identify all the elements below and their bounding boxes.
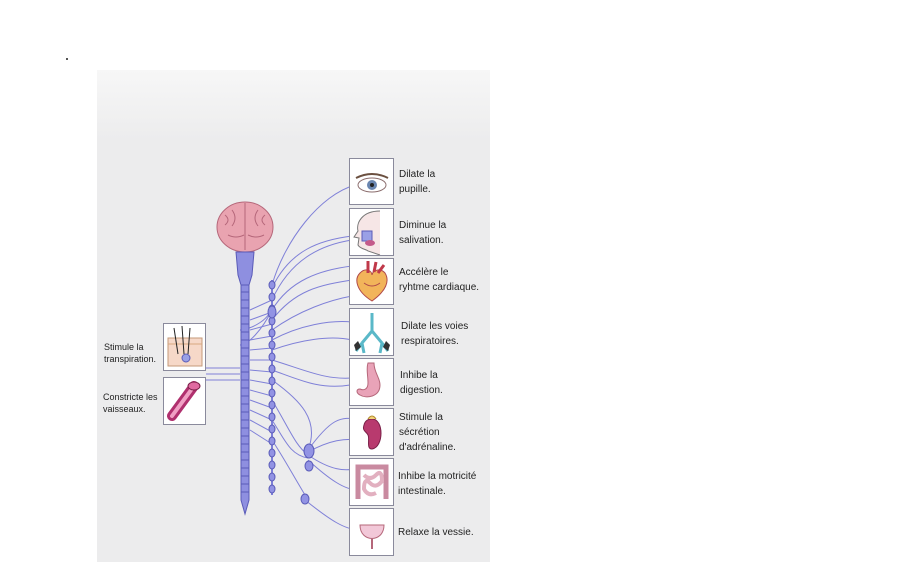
bladder-icon: [359, 524, 385, 549]
chain-ganglion: [268, 376, 276, 386]
kidney-icon-box: [349, 408, 394, 456]
intestine-icon: [355, 464, 389, 499]
eye-icon-box: [349, 158, 394, 205]
effect-label-bladder: Relaxe la vessie.: [398, 527, 474, 538]
stray-dot: [66, 58, 68, 60]
spinal-cord: [235, 251, 255, 516]
chain-ganglion: [268, 364, 276, 374]
lungs-icon: [354, 313, 390, 354]
rami-connections: [206, 299, 273, 445]
chain-ganglion: [268, 352, 276, 362]
chain-ganglion: [268, 460, 276, 470]
head-profile-icon-box: [349, 208, 394, 256]
chain-ganglion: [268, 340, 276, 350]
nerve-fibers: [239, 184, 361, 531]
chain-ganglion: [268, 448, 276, 458]
prevertebral-ganglia: [300, 443, 315, 505]
kidney-icon: [363, 415, 382, 450]
blood-vessel-icon: [167, 381, 201, 421]
stomach-icon: [356, 362, 381, 398]
intestine-icon-box: [349, 458, 394, 506]
stomach-icon-box: [349, 358, 394, 406]
head-profile-icon: [353, 210, 381, 256]
chain-ganglion: [268, 388, 276, 398]
heart-icon: [356, 261, 388, 302]
skin-section-icon-box: [163, 323, 206, 371]
chain-ganglion: [268, 484, 276, 494]
chain-ganglion: [268, 400, 276, 410]
chain-ganglion: [268, 436, 276, 446]
chain-ganglion: [268, 292, 276, 302]
brain-icon: [216, 201, 274, 253]
chain-ganglion: [268, 424, 276, 434]
blood-vessel-icon-box: [163, 377, 206, 425]
lungs-icon-box: [349, 308, 394, 356]
eye-icon: [355, 173, 389, 193]
diagram-header-band: [97, 70, 490, 140]
chain-ganglion: [268, 472, 276, 482]
chain-ganglion: [268, 328, 276, 338]
bladder-icon-box: [349, 508, 394, 556]
chain-ganglion: [268, 412, 276, 422]
heart-icon-box: [349, 258, 394, 305]
sympathetic-chain: [267, 280, 277, 495]
chain-ganglion: [268, 280, 276, 290]
skin-section-icon: [167, 325, 203, 367]
spinal-segment-ticks: [241, 291, 249, 493]
